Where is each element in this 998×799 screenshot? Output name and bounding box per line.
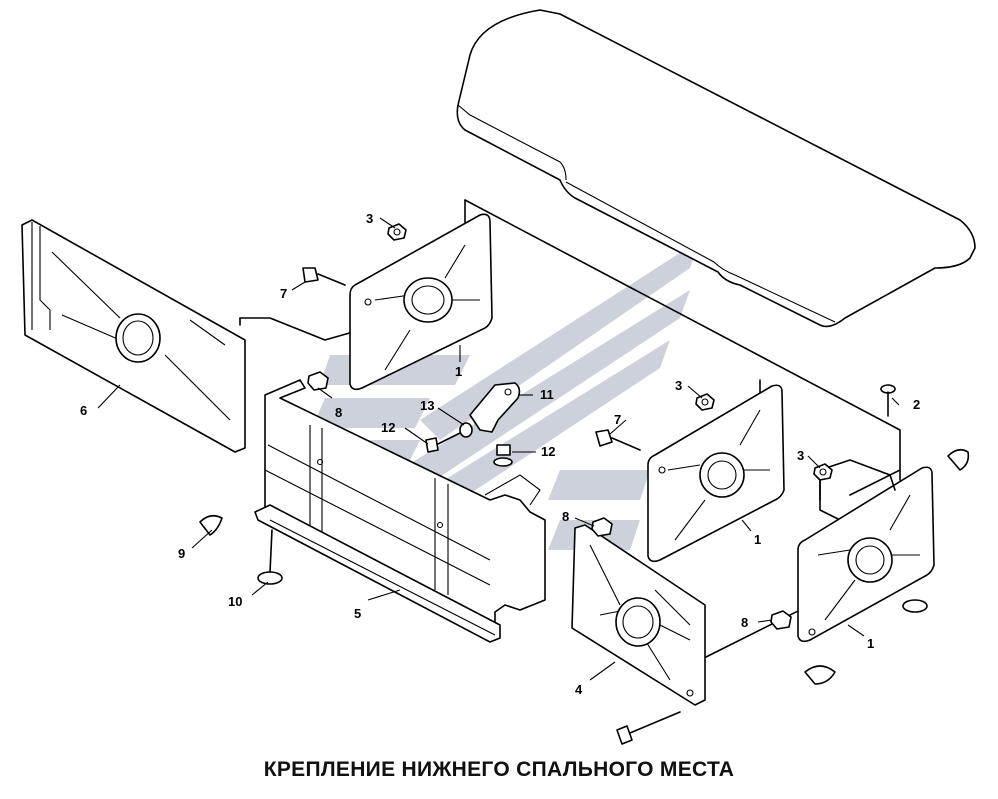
- diagram-caption: КРЕПЛЕНИЕ НИЖНЕГО СПАЛЬНОГО МЕСТА: [263, 758, 735, 781]
- callout-1-top: 1: [455, 364, 462, 379]
- end-panel-right: [797, 466, 935, 643]
- nut-icon: [591, 517, 613, 537]
- callout-9: 9: [178, 546, 185, 561]
- bolt-icon: [616, 711, 681, 745]
- callout-3-right: 3: [797, 448, 804, 463]
- end-panel-left: [21, 219, 246, 453]
- plate-bracket: [469, 382, 521, 433]
- washer-icon: [459, 422, 473, 438]
- leader-lines: [97, 217, 900, 681]
- callout-1-right: 1: [867, 636, 874, 651]
- callout-12-right: 12: [541, 444, 555, 459]
- callout-8-left: 8: [335, 405, 342, 420]
- bolt-icon: [425, 431, 463, 453]
- foot-pad-icon: [804, 665, 836, 685]
- rear-panel-top: [349, 213, 493, 391]
- callout-11: 11: [540, 387, 554, 402]
- bolt-icon: [302, 267, 346, 286]
- callout-8-right: 8: [741, 615, 748, 630]
- callout-3-middle: 3: [675, 378, 682, 393]
- foot-pad-icon: [902, 599, 928, 613]
- foot-pad-icon: [257, 529, 283, 585]
- nut-icon: [770, 610, 792, 630]
- nut-icon: [813, 463, 833, 481]
- front-support-bracket: [254, 379, 546, 643]
- callout-2: 2: [913, 397, 920, 412]
- nut-icon: [307, 371, 329, 391]
- bolt-icon: [595, 429, 641, 451]
- inner-panel-middle: [647, 384, 785, 563]
- stud-icon: [493, 444, 513, 467]
- callout-10: 10: [228, 594, 242, 609]
- nut-icon: [695, 393, 715, 411]
- callout-3-top: 3: [366, 211, 373, 226]
- callout-6: 6: [80, 403, 87, 418]
- callout-12-left: 12: [381, 420, 395, 435]
- callout-labels: 3 3 3 7 7 2 6 1 1 1 4 5 9 10 11 12 12 13…: [80, 211, 920, 697]
- callout-13: 13: [420, 398, 434, 413]
- callout-8-middle: 8: [562, 509, 569, 524]
- callout-1-middle: 1: [754, 532, 761, 547]
- nut-icon: [387, 223, 407, 241]
- foot-pad-icon: [947, 448, 970, 471]
- screw-icon: [880, 384, 896, 417]
- foot-pad-icon: [199, 514, 223, 536]
- callout-7-top: 7: [280, 286, 287, 301]
- fasteners: [199, 223, 970, 745]
- callout-5: 5: [354, 606, 361, 621]
- callout-7-middle: 7: [614, 412, 621, 427]
- mattress: [456, 9, 976, 328]
- callout-4: 4: [575, 682, 583, 697]
- end-panel-front: [571, 524, 706, 706]
